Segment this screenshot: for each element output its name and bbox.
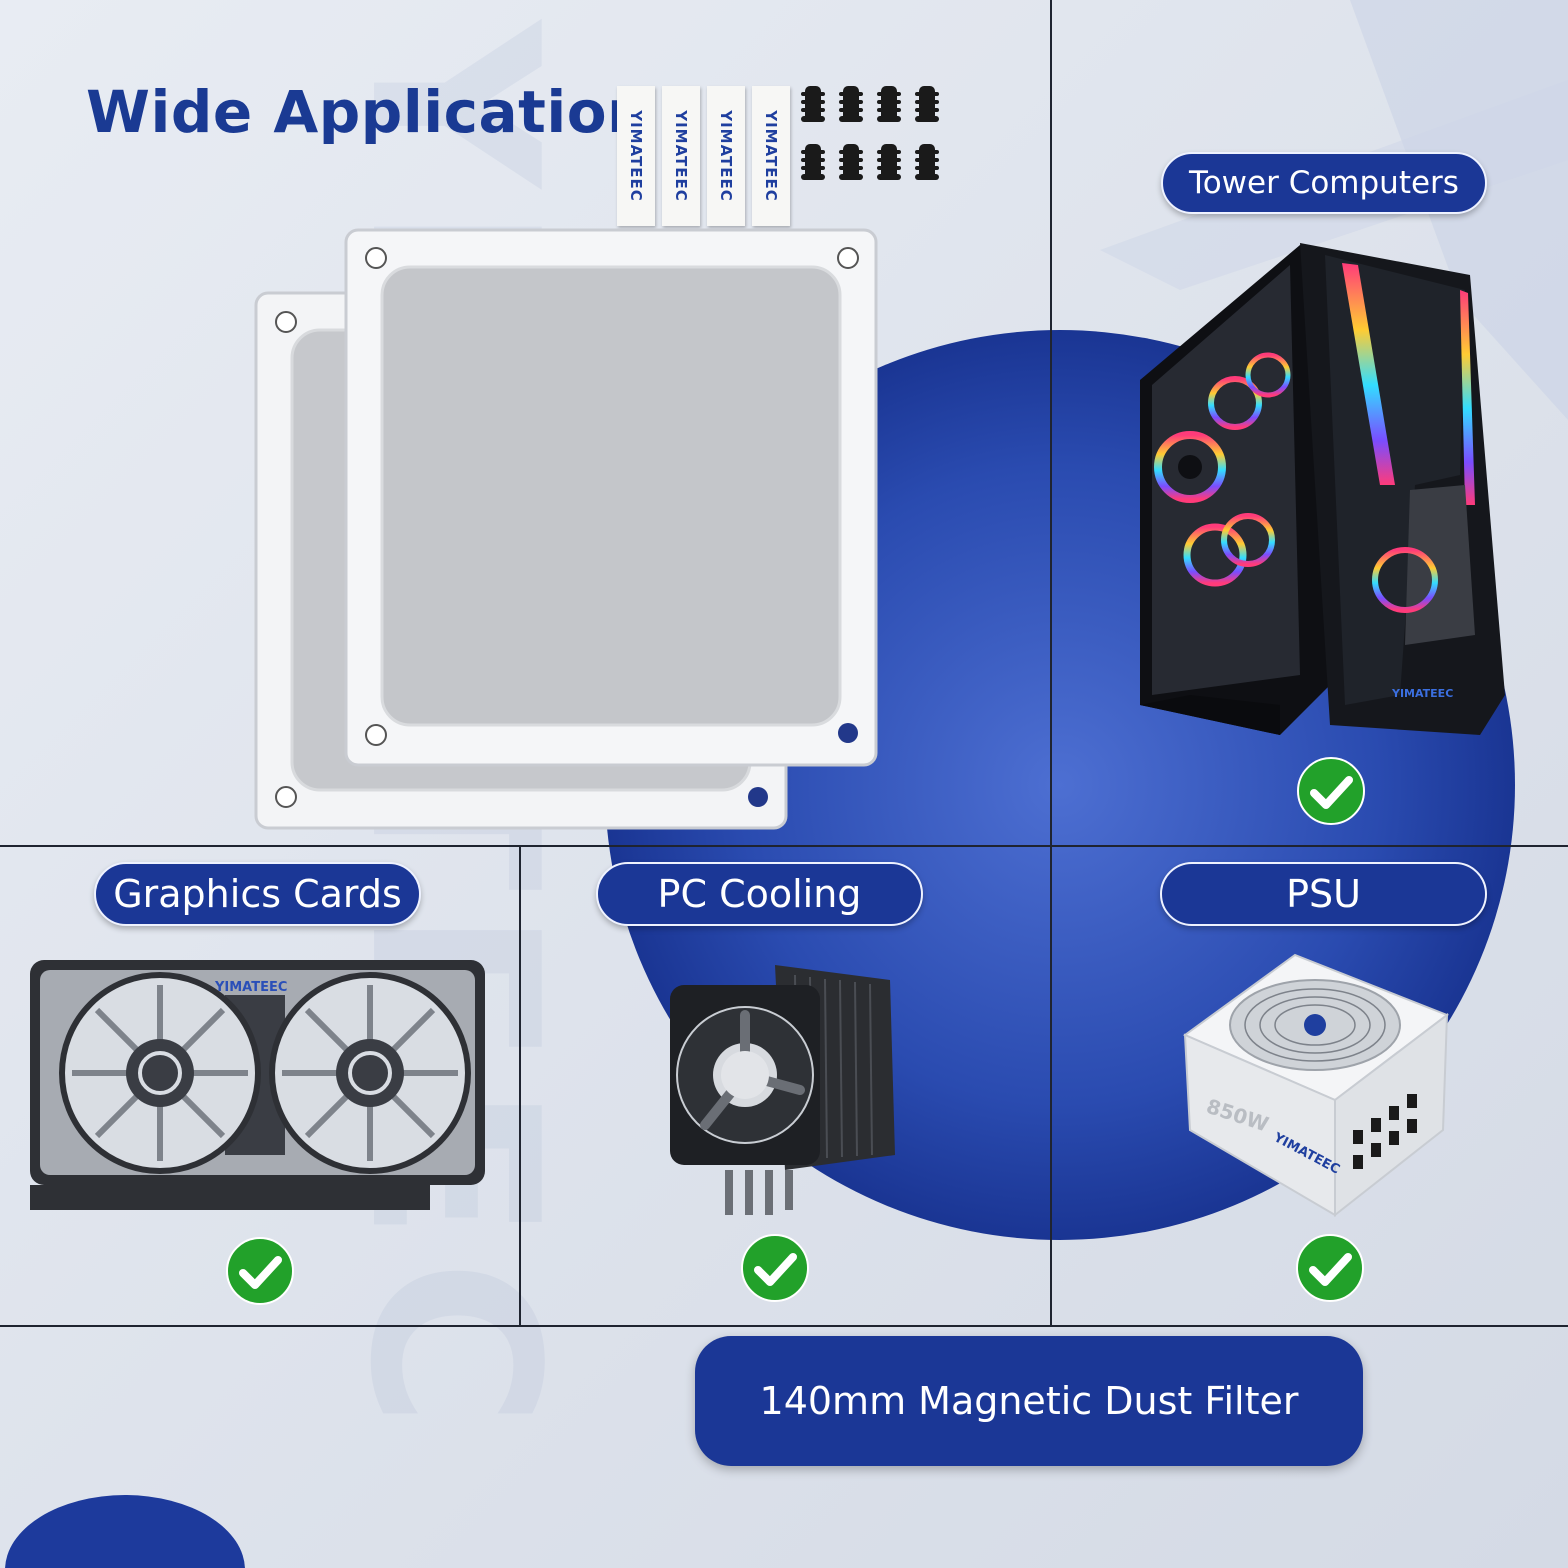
gpu-brand-label: YIMATEEC <box>214 980 287 995</box>
graphics-cards-label: Graphics Cards <box>94 862 421 926</box>
psu-image: 850W YIMATEEC <box>1182 953 1450 1218</box>
check-circle-icon <box>1297 757 1365 825</box>
page-title: Wide Application <box>86 78 649 146</box>
divider-vertical-middle <box>519 846 521 1326</box>
adhesive-strip-brand: YIMATEEC <box>627 110 645 202</box>
psu-label: PSU <box>1160 862 1487 926</box>
adhesive-strip-brand: YIMATEEC <box>717 110 735 202</box>
check-circle-icon <box>741 1234 809 1302</box>
divider-horizontal-1 <box>0 845 1568 847</box>
graphics-card-image: YIMATEEC <box>30 960 485 1210</box>
check-circle-icon <box>1296 1234 1364 1302</box>
dust-filter-product <box>254 228 878 830</box>
cpu-cooler-image <box>670 965 895 1215</box>
adhesive-strip: YIMATEEC <box>752 86 790 226</box>
adhesive-strip: YIMATEEC <box>707 86 745 226</box>
tower-computers-label: Tower Computers <box>1161 152 1487 214</box>
tower-brand-label: YIMATEEC <box>1391 687 1453 700</box>
adhesive-strip: YIMATEEC <box>662 86 700 226</box>
adhesive-strip-brand: YIMATEEC <box>762 110 780 202</box>
check-circle-icon <box>226 1237 294 1305</box>
divider-vertical-right <box>1050 0 1052 1327</box>
product-banner: 140mm Magnetic Dust Filter <box>695 1336 1363 1466</box>
pc-cooling-label: PC Cooling <box>596 862 923 926</box>
adhesive-strip-brand: YIMATEEC <box>672 110 690 202</box>
tower-computer-image: YIMATEEC <box>1140 243 1505 735</box>
screws-group <box>801 86 939 180</box>
adhesive-strip: YIMATEEC <box>617 86 655 226</box>
divider-horizontal-2 <box>0 1325 1568 1327</box>
